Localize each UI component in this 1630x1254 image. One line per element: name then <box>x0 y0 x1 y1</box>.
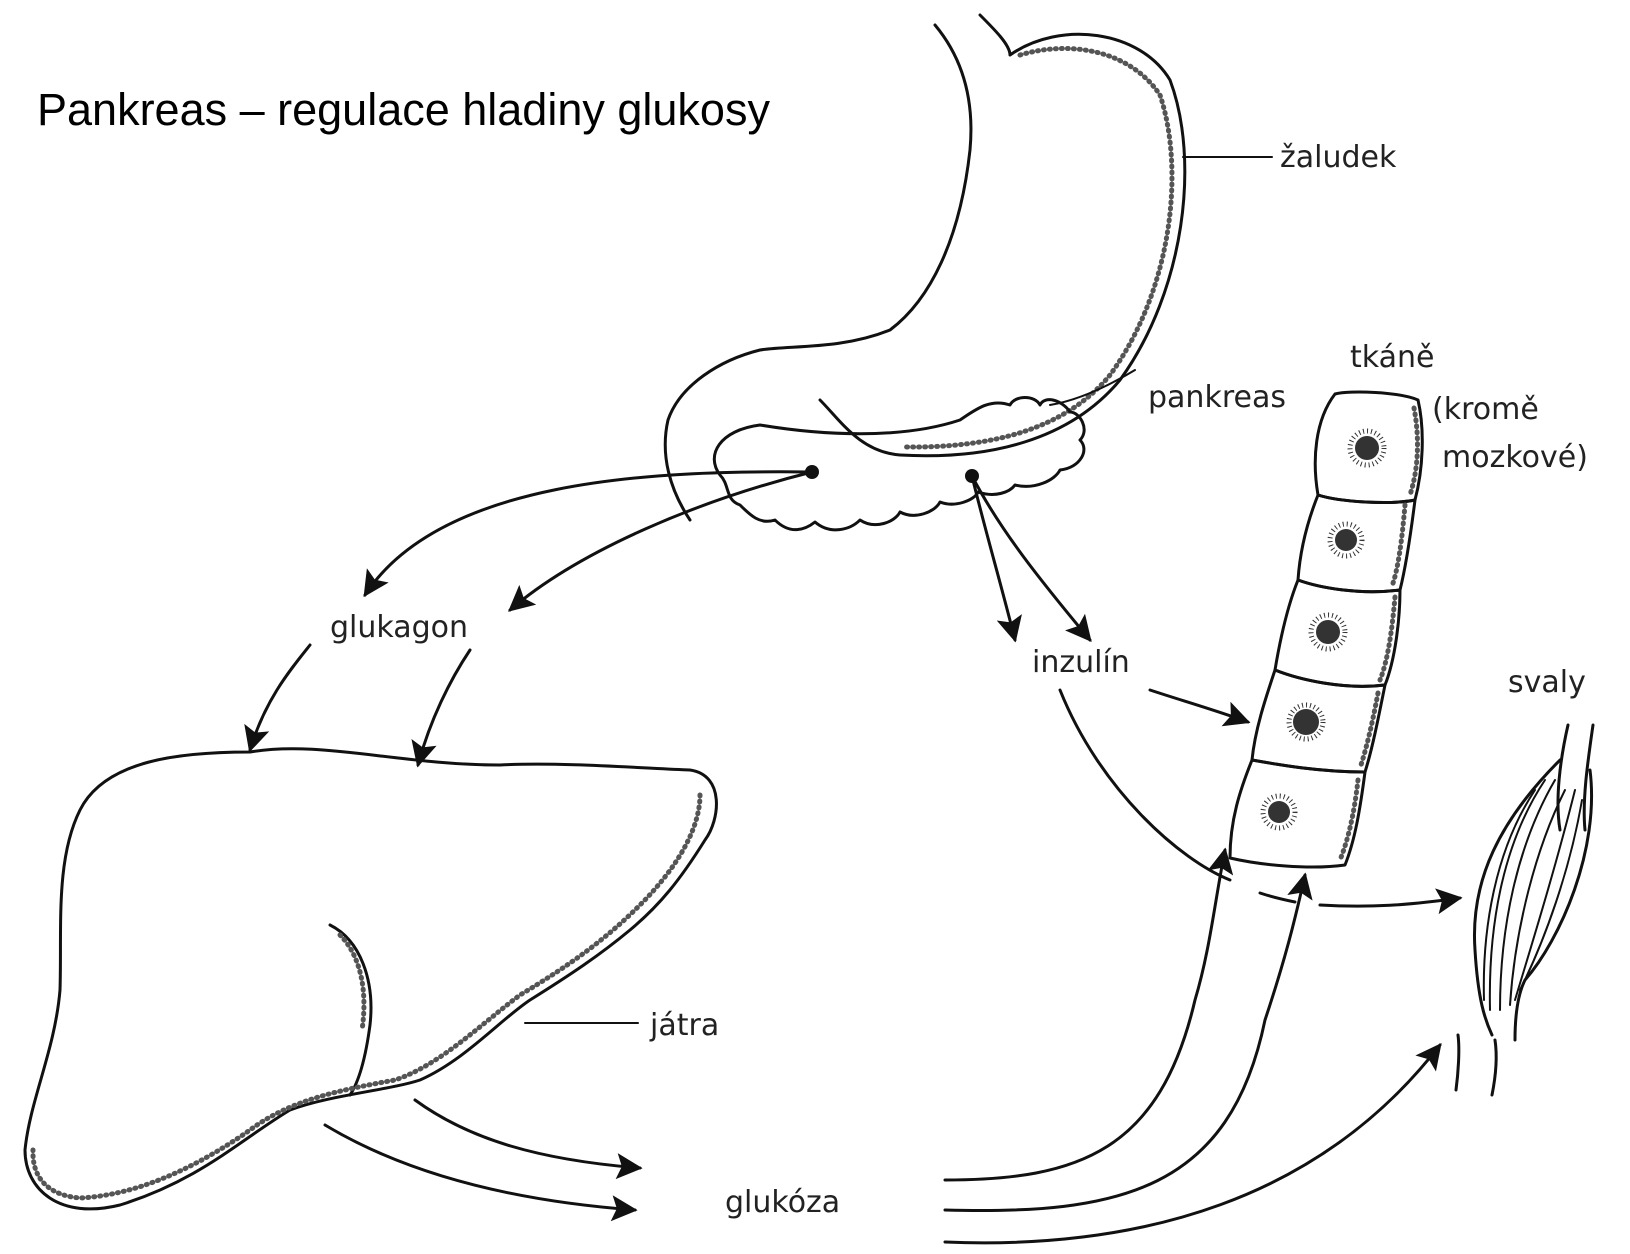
liver-illustration <box>25 749 716 1209</box>
tissues-note-line1: (kromě <box>1432 392 1539 428</box>
muscle-illustration <box>1456 725 1593 1095</box>
page-title: Pankreas – regulace hladiny glukosy <box>37 84 770 136</box>
tissues-label: tkáně <box>1350 340 1434 376</box>
pancreas-label: pankreas <box>1148 380 1286 416</box>
tissues-note-line2: mozkové) <box>1442 440 1588 476</box>
tissue-cells-illustration <box>1230 392 1422 867</box>
glucagon-label: glukagon <box>330 610 468 646</box>
liver-label: játra <box>650 1008 719 1044</box>
stomach-label: žaludek <box>1280 140 1396 176</box>
pancreas-illustration <box>714 370 1135 530</box>
glucose-label: glukóza <box>725 1185 840 1221</box>
muscles-label: svaly <box>1508 665 1586 701</box>
insulin-label: inzulín <box>1032 645 1130 681</box>
